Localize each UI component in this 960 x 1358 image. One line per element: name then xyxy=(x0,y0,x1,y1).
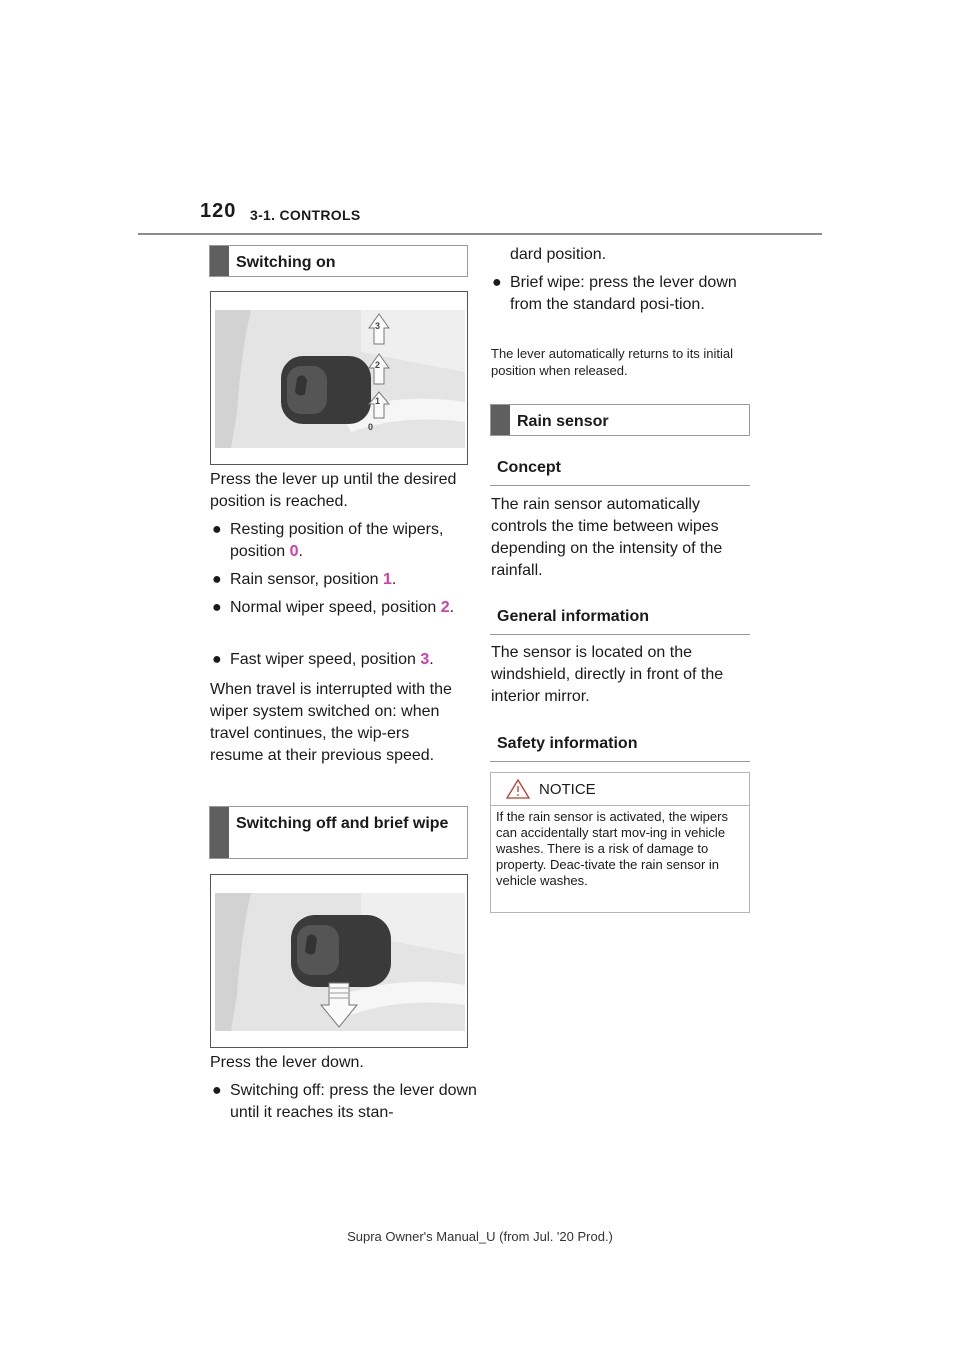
notice-box: NOTICE If the rain sensor is activated, … xyxy=(490,772,750,913)
heading-bar xyxy=(210,246,229,276)
heading-text: Switching off and brief wipe xyxy=(236,815,449,832)
concept-text: The rain sensor automatically controls t… xyxy=(491,496,723,579)
chapter-title: 3-1. CONTROLS xyxy=(250,207,361,223)
figure-label-1: 1 xyxy=(375,396,380,406)
bullet-icon: ● xyxy=(212,521,222,538)
position-number: 2 xyxy=(440,599,450,616)
bullet-icon: ● xyxy=(212,571,222,588)
heading-bar xyxy=(491,405,510,435)
safety-information-heading: Safety information xyxy=(497,735,638,752)
heading-text: Switching on xyxy=(236,254,336,271)
rain-sensor-heading: Rain sensor xyxy=(490,404,750,436)
bullet-position-1: ●Rain sensor, position 1. xyxy=(212,569,484,591)
figure-label-0: 0 xyxy=(368,422,373,432)
general-information-heading: General information xyxy=(497,608,650,625)
position-number: 1 xyxy=(382,571,392,588)
figure-label-3: 3 xyxy=(375,321,380,331)
bullet-icon: ● xyxy=(212,1082,222,1099)
switching-off-heading: Switching off and brief wipe xyxy=(209,806,468,859)
page-footer: Supra Owner's Manual_U (from Jul. '20 Pr… xyxy=(347,1229,613,1244)
position-number: 0 xyxy=(289,543,299,560)
concept-heading: Concept xyxy=(497,459,561,476)
lever-return-note: The lever automatically returns to its i… xyxy=(491,346,734,378)
lever-up-figure: 3 2 1 0 xyxy=(210,291,468,465)
bullet-icon: ● xyxy=(212,599,222,616)
heading-bar xyxy=(210,807,229,858)
notice-header: NOTICE xyxy=(491,773,749,806)
lever-down-illustration xyxy=(215,893,465,1031)
notice-text: If the rain sensor is activated, the wip… xyxy=(496,809,728,888)
page-number: 120 xyxy=(200,200,237,222)
switching-on-heading: Switching on xyxy=(209,245,468,277)
general-information-divider xyxy=(490,634,750,635)
bullet-icon: ● xyxy=(212,651,222,668)
notice-title: NOTICE xyxy=(539,781,596,798)
general-information-text: The sensor is located on the windshield,… xyxy=(491,644,724,705)
paragraph-travel-interrupted: When travel is interrupted with the wipe… xyxy=(210,681,452,764)
continued-text: dard position. xyxy=(510,246,607,263)
paragraph-press-up: Press the lever up until the desired pos… xyxy=(210,471,457,510)
concept-divider xyxy=(490,485,750,486)
figure-label-2: 2 xyxy=(375,360,380,370)
lever-up-illustration: 3 2 1 0 xyxy=(215,310,465,448)
bullet-position-3: ●Fast wiper speed, position 3. xyxy=(212,649,484,671)
bullet-position-2: ●Normal wiper speed, position 2. xyxy=(212,597,484,619)
position-number: 3 xyxy=(420,651,430,668)
bullet-icon: ● xyxy=(492,274,502,291)
bullet-position-0: ●Resting position of the wipers, positio… xyxy=(212,521,444,560)
bullet-brief-wipe: ●Brief wipe: press the lever down from t… xyxy=(492,274,737,313)
lever-down-figure xyxy=(210,874,468,1048)
heading-text: Rain sensor xyxy=(517,413,609,430)
safety-information-divider xyxy=(490,761,750,762)
paragraph-press-down: Press the lever down. xyxy=(210,1054,364,1071)
warning-triangle-icon xyxy=(505,778,531,799)
header-divider xyxy=(138,233,822,235)
bullet-switching-off: ●Switching off: press the lever down unt… xyxy=(212,1082,477,1121)
